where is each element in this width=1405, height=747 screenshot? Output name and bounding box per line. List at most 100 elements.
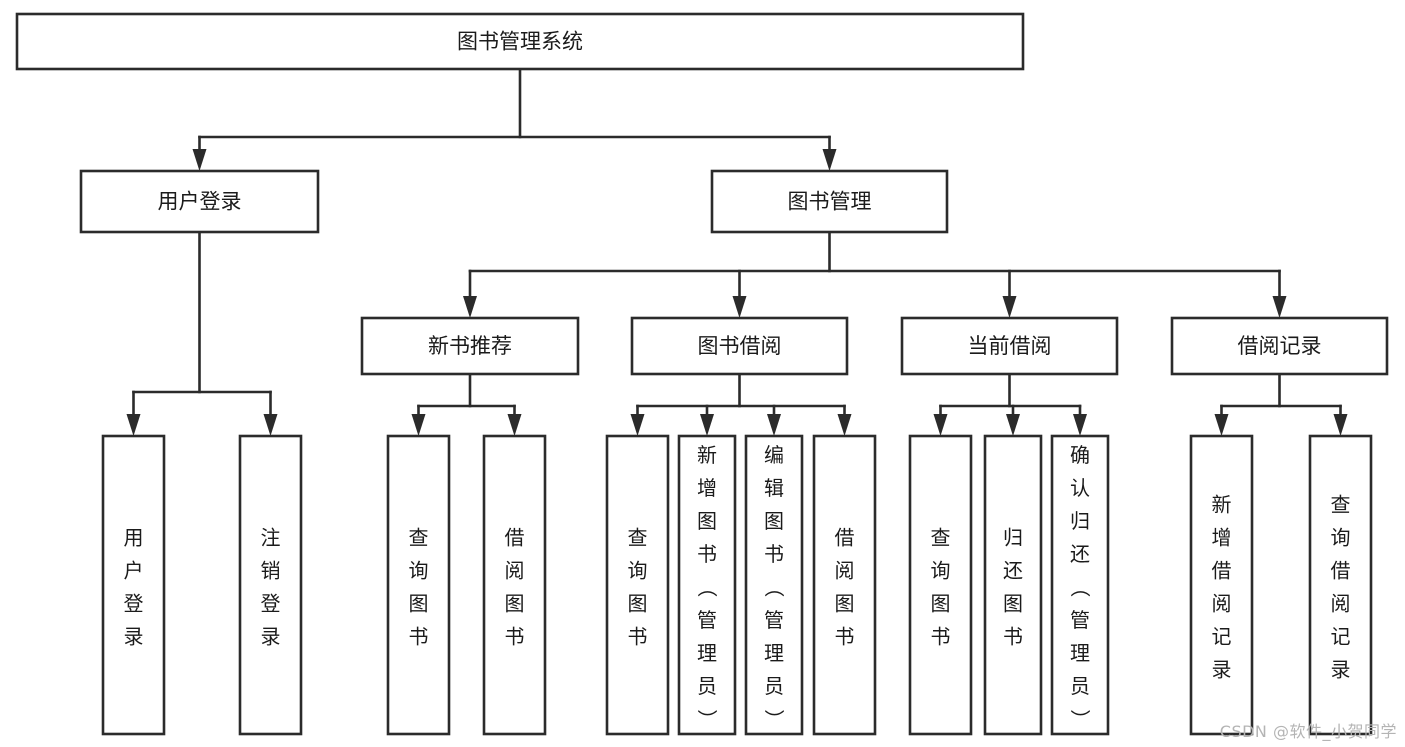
node-box[interactable]: [744, 434, 804, 736]
node-label-char: 阅: [505, 559, 525, 583]
node-label-char: 管: [764, 608, 784, 632]
node-box[interactable]: [15, 12, 1025, 71]
node-n3d[interactable]: 借阅记录: [1170, 316, 1389, 376]
node-n3b[interactable]: 图书借阅: [630, 316, 849, 376]
node-n3a[interactable]: 新书推荐: [360, 316, 580, 376]
node-label-char: 询: [409, 559, 429, 583]
node-box[interactable]: [238, 434, 303, 736]
csdn-watermark: CSDN @软件_小贺同学: [1219, 722, 1397, 741]
connector-group-n3d: [1214, 372, 1348, 436]
node-box[interactable]: [482, 434, 547, 736]
connector-group-root: [192, 67, 837, 171]
node-label-char: 销: [261, 559, 281, 583]
node-label-char: 编: [764, 443, 784, 467]
node-box[interactable]: [79, 169, 320, 234]
arrow-head-icon: [1214, 414, 1229, 436]
node-box[interactable]: [983, 434, 1043, 736]
node-box[interactable]: [630, 316, 849, 376]
node-box[interactable]: [1308, 434, 1373, 736]
node-label-char: 增: [697, 476, 717, 500]
node-box[interactable]: [677, 434, 737, 736]
connector-group-n3a: [411, 372, 522, 436]
node-label-char: 借: [1331, 559, 1351, 583]
node-box[interactable]: [908, 434, 973, 736]
connector-group-n2a: [126, 230, 278, 436]
node-label: 用户登录: [158, 190, 242, 214]
node-label-char: （: [1068, 577, 1092, 597]
node-n2b[interactable]: 图书管理: [710, 169, 949, 234]
node-label: 新书推荐: [428, 334, 512, 358]
node-label-char: 图: [835, 592, 855, 616]
node-label-char: 借: [505, 526, 525, 550]
node-n2a[interactable]: 用户登录: [79, 169, 320, 234]
node-label-char: 书: [835, 625, 855, 649]
node-root[interactable]: 图书管理系统: [15, 12, 1025, 71]
node-label-char: 新: [1212, 493, 1232, 517]
node-label-char: 图: [931, 592, 951, 616]
node-l1[interactable]: 用户登录: [101, 434, 166, 736]
node-label-char: ）: [1068, 709, 1092, 729]
arrow-head-icon: [630, 414, 645, 436]
node-label-char: 借: [835, 526, 855, 550]
node-label-char: 图: [409, 592, 429, 616]
node-label: 图书管理系统: [457, 30, 583, 54]
connector-layer: [126, 67, 1348, 436]
arrow-head-icon: [1002, 296, 1017, 318]
node-label-char: 阅: [1331, 592, 1351, 616]
node-label-char: 图: [764, 509, 784, 533]
arrow-head-icon: [1006, 414, 1020, 436]
node-label-char: 书: [505, 625, 525, 649]
node-label-char: （: [762, 577, 786, 597]
node-label-char: 询: [1331, 526, 1351, 550]
node-box[interactable]: [101, 434, 166, 736]
node-label-char: 还: [1003, 559, 1023, 583]
node-label: 借阅记录: [1238, 334, 1322, 358]
node-label-char: 注: [261, 526, 281, 550]
node-label-char: 管: [697, 608, 717, 632]
node-box[interactable]: [1170, 316, 1389, 376]
node-label-char: 查: [931, 526, 951, 550]
node-label-char: 理: [1070, 641, 1090, 665]
connector-group-n2b: [463, 230, 1287, 318]
node-label-char: 图: [697, 509, 717, 533]
arrow-head-icon: [463, 296, 477, 318]
node-label-char: 录: [1331, 658, 1351, 682]
node-label-char: 询: [931, 559, 951, 583]
node-box[interactable]: [605, 434, 670, 736]
node-label-char: 新: [697, 443, 717, 467]
node-box[interactable]: [386, 434, 451, 736]
connector-group-n3b: [630, 372, 852, 436]
node-box[interactable]: [812, 434, 877, 736]
node-box[interactable]: [1189, 434, 1254, 736]
node-label-char: 户: [124, 559, 144, 583]
arrow-head-icon: [822, 149, 837, 171]
node-label-char: ）: [695, 709, 719, 729]
node-box[interactable]: [710, 169, 949, 234]
node-label: 当前借阅: [968, 334, 1052, 358]
node-label-char: 书: [1003, 625, 1023, 649]
node-box[interactable]: [360, 316, 580, 376]
node-label-char: 员: [697, 674, 717, 698]
node-label-char: 员: [764, 674, 784, 698]
node-label-char: 记: [1331, 625, 1351, 649]
node-box[interactable]: [900, 316, 1119, 376]
node-label-char: 登: [261, 592, 281, 616]
node-box[interactable]: [1050, 434, 1110, 736]
node-label-char: 书: [409, 625, 429, 649]
connector-group-n3c: [933, 372, 1087, 436]
node-n3c[interactable]: 当前借阅: [900, 316, 1119, 376]
